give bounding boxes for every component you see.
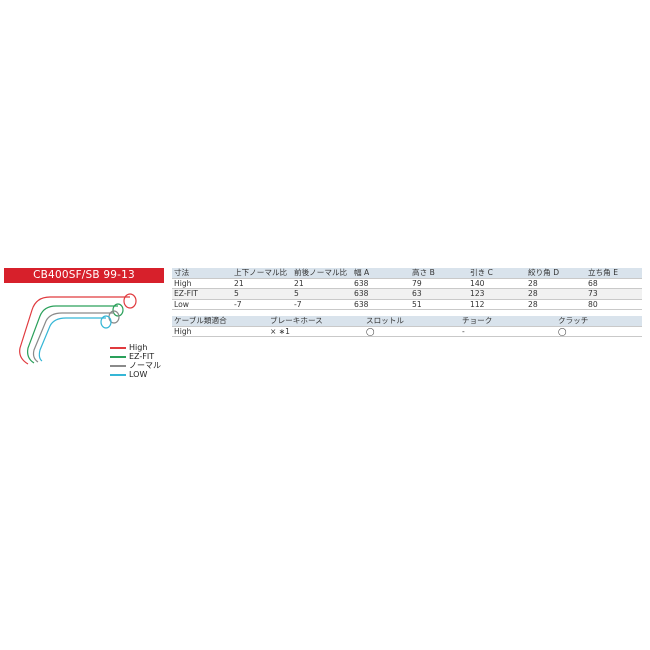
table-cell: 80 <box>586 299 642 310</box>
table-cell: 21 <box>292 278 352 289</box>
header-cell: 幅 A <box>352 268 410 279</box>
table-cell: -7 <box>292 299 352 310</box>
table-cell: 63 <box>410 288 468 300</box>
legend-swatch-high <box>110 346 126 349</box>
table-row: Low -7 -7 638 51 112 28 80 <box>172 299 642 310</box>
legend-item-low: LOW <box>110 370 161 379</box>
table-row: High 21 21 638 79 140 28 68 <box>172 278 642 289</box>
legend-label: High <box>129 343 148 352</box>
legend-label: ノーマル <box>129 361 161 370</box>
table-row: EZ-FIT 5 5 638 63 123 28 73 <box>172 288 642 300</box>
table-cell: 21 <box>232 278 292 289</box>
model-badge: CB400SF/SB 99-13 <box>4 268 164 283</box>
header-cell: 寸法 <box>172 268 232 279</box>
header-cell: ケーブル類適合 <box>172 316 268 327</box>
table-cell: 638 <box>352 299 410 310</box>
legend-swatch-normal <box>110 364 126 367</box>
table-cell: 28 <box>526 299 586 310</box>
header-cell: 引き C <box>468 268 526 279</box>
header-cell: クラッチ <box>556 316 642 327</box>
legend: High EZ-FIT ノーマル LOW <box>110 343 161 379</box>
table-cell: ◯ <box>556 326 642 337</box>
legend-item-ezfit: EZ-FIT <box>110 352 161 361</box>
table-cell: High <box>172 326 268 337</box>
table-cell: ◯ <box>364 326 460 337</box>
handlebar-ezfit-line <box>27 303 124 364</box>
table-cell: - <box>460 326 556 337</box>
table-cell: Low <box>172 299 232 310</box>
header-cell: スロットル <box>364 316 460 327</box>
table-cell: 73 <box>586 288 642 300</box>
table-cell: High <box>172 278 232 289</box>
legend-swatch-low <box>110 373 126 376</box>
table-cell: 5 <box>232 288 292 300</box>
table-cell: 140 <box>468 278 526 289</box>
legend-label: EZ-FIT <box>129 352 155 361</box>
table-cell: 28 <box>526 288 586 300</box>
handlebar-diagram <box>10 288 140 388</box>
legend-item-normal: ノーマル <box>110 361 161 370</box>
handlebar-low-line <box>38 315 112 362</box>
table-cell: 638 <box>352 288 410 300</box>
table-header-row: 寸法 上下ノーマル比 前後ノーマル比 幅 A 高さ B 引き C 絞り角 D 立… <box>172 268 642 279</box>
table-cell: EZ-FIT <box>172 288 232 300</box>
table-header-row: ケーブル類適合 ブレーキホース スロットル チョーク クラッチ <box>172 316 642 327</box>
table-cell: 51 <box>410 299 468 310</box>
header-cell: 立ち角 E <box>586 268 642 279</box>
table-cell: × ∗1 <box>268 326 364 337</box>
handlebar-normal-line <box>32 310 120 363</box>
header-cell: 高さ B <box>410 268 468 279</box>
table-cell: 638 <box>352 278 410 289</box>
handlebar-high-line <box>19 293 137 365</box>
table-cell: -7 <box>232 299 292 310</box>
table-cell: 112 <box>468 299 526 310</box>
header-cell: 絞り角 D <box>526 268 586 279</box>
header-cell: チョーク <box>460 316 556 327</box>
table-row: High × ∗1 ◯ - ◯ <box>172 326 642 337</box>
table-cell: 123 <box>468 288 526 300</box>
header-cell: 上下ノーマル比 <box>232 268 292 279</box>
header-cell: ブレーキホース <box>268 316 364 327</box>
table-cell: 28 <box>526 278 586 289</box>
table-cell: 5 <box>292 288 352 300</box>
legend-item-high: High <box>110 343 161 352</box>
header-cell: 前後ノーマル比 <box>292 268 352 279</box>
table-cell: 68 <box>586 278 642 289</box>
cable-compatibility-table: ケーブル類適合 ブレーキホース スロットル チョーク クラッチ High × ∗… <box>172 316 642 337</box>
table-cell: 79 <box>410 278 468 289</box>
dimension-table: 寸法 上下ノーマル比 前後ノーマル比 幅 A 高さ B 引き C 絞り角 D 立… <box>172 268 642 310</box>
legend-label: LOW <box>129 370 148 379</box>
legend-swatch-ezfit <box>110 355 126 358</box>
